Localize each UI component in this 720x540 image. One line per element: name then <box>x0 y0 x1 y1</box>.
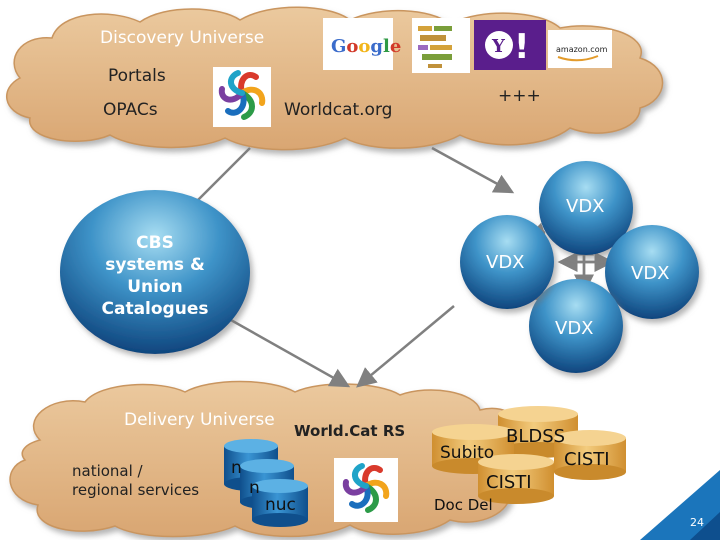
cisti-cylinder-right <box>554 430 626 480</box>
arrow-vdx-to-bottom <box>356 305 455 388</box>
svg-text:Google: Google <box>331 36 401 57</box>
cbs-sphere <box>60 190 250 354</box>
corner-decoration <box>640 470 720 540</box>
cbs-line-3: Union <box>127 277 183 297</box>
cbs-line-1: CBS <box>136 233 174 253</box>
portals-label: Portals <box>108 66 166 86</box>
worldcat-logo-top <box>213 67 271 127</box>
worldcat-org-label: Worldcat.org <box>284 100 393 120</box>
bldss-cylinder <box>498 406 578 458</box>
national-services-label: national / regional services <box>72 462 199 500</box>
vdx-right-label: VDX <box>631 263 670 284</box>
cisti-front-label: CISTI <box>486 472 532 493</box>
doc-del-label: Doc Del <box>434 496 493 514</box>
svg-text:amazon.com: amazon.com <box>556 45 608 54</box>
nuc-back-label: n <box>231 458 242 478</box>
svg-text:!: ! <box>514 27 530 67</box>
amazon-logo: amazon.com <box>548 30 612 68</box>
cbs-label: CBS systems & Union Catalogues <box>88 232 222 320</box>
national-line-2: regional services <box>72 481 200 499</box>
word-cloud-logo <box>412 18 470 73</box>
opacs-label: OPACs <box>103 100 158 120</box>
vdx-top-label: VDX <box>566 196 605 217</box>
subito-label: Subito <box>440 443 495 463</box>
vdx-sphere-left <box>460 215 554 309</box>
vdx-left-label: VDX <box>486 252 525 273</box>
svg-text:Y: Y <box>491 36 506 57</box>
cbs-line-4: Catalogues <box>101 299 209 319</box>
nuc-mid-label: n <box>249 478 260 498</box>
page-number: 24 <box>690 516 704 529</box>
national-line-1: national / <box>72 462 143 480</box>
yahoo-logo: Y ! <box>474 20 546 70</box>
delivery-universe-title: Delivery Universe <box>124 410 275 430</box>
vdx-sphere-top <box>539 161 633 255</box>
arrow-top-to-vdx <box>431 146 515 194</box>
cbs-line-2: systems & <box>105 255 205 275</box>
vdx-sphere-bottom <box>529 279 623 373</box>
vdx-bottom-label: VDX <box>555 318 594 339</box>
nuc-front-label: nuc <box>265 495 296 515</box>
nuc-cylinder-front <box>252 479 308 527</box>
worldcat-rs-label: World.Cat RS <box>294 422 406 440</box>
vdx-sphere-right <box>605 225 699 319</box>
cisti-cylinder-front <box>478 454 554 504</box>
plus-label: +++ <box>498 86 541 106</box>
worldcat-logo-bottom <box>334 458 398 522</box>
bldss-label: BLDSS <box>506 426 566 447</box>
google-logo: Google <box>323 18 401 70</box>
discovery-universe-title: Discovery Universe <box>100 28 265 48</box>
cisti-right-label: CISTI <box>564 449 610 470</box>
